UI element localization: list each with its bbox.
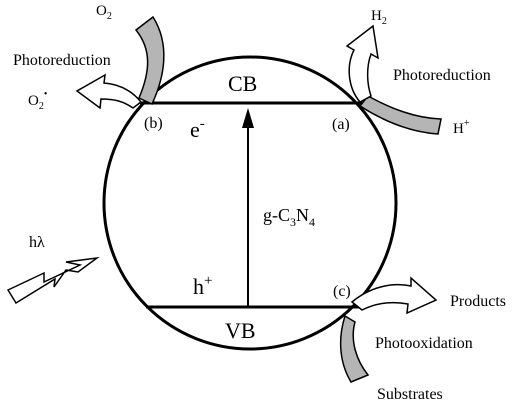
electron-label: e-: [190, 116, 205, 142]
photoreduction-left-label: Photoreduction: [13, 52, 111, 69]
h2-hollow-arrow: [345, 24, 379, 103]
light-label: hλ: [29, 234, 45, 251]
site-b-label: (b): [144, 115, 163, 132]
h2-label: H2: [371, 8, 387, 27]
photoreduction-right-label: Photoreduction: [393, 67, 491, 84]
products-label: Products: [450, 293, 506, 310]
excitation-arrow-head: [242, 108, 254, 128]
catalyst-particle-circle: [102, 55, 398, 351]
superoxide-label: O2•: [28, 89, 47, 112]
lightning-bolt-icon: [6, 256, 100, 305]
cb-label: CB: [228, 71, 257, 96]
photooxidation-label: Photooxidation: [375, 335, 473, 352]
hole-label: h+: [193, 273, 212, 299]
o2-gray-curved-arrow: [134, 15, 165, 105]
superoxide-hollow-arrow: [75, 73, 143, 110]
proton-label: H+: [453, 118, 470, 137]
site-c-label: (c): [333, 283, 351, 300]
o2-label: O2: [96, 3, 112, 22]
site-a-label: (a): [332, 116, 350, 133]
proton-gray-curved-arrow: [358, 95, 442, 135]
products-hollow-arrow: [350, 276, 438, 315]
catalyst-label: g-C3N4: [263, 205, 315, 229]
substrate-gray-curved-arrow: [339, 314, 370, 383]
substrates-label: Substrates: [377, 386, 443, 403]
vb-label: VB: [225, 318, 256, 343]
